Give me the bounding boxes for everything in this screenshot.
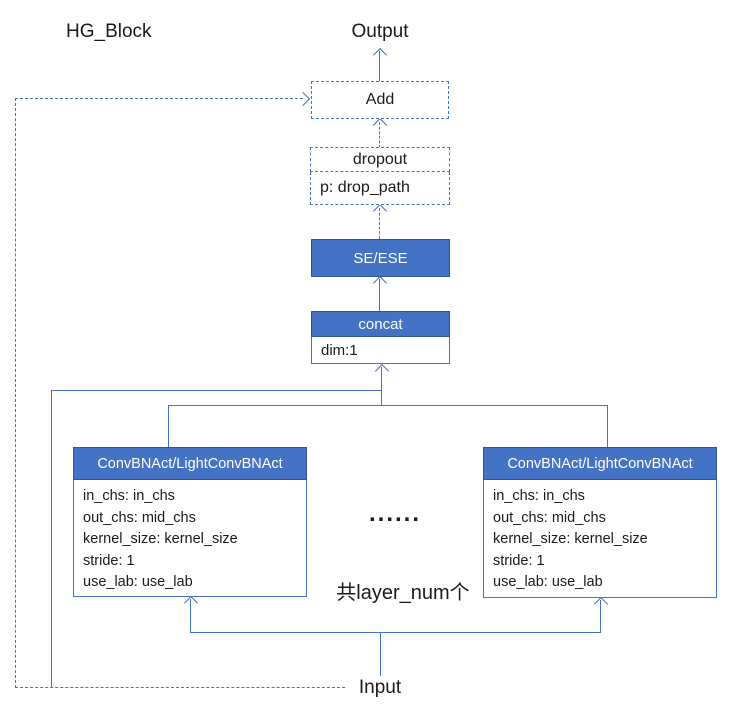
connector-conv-right-output [607, 405, 608, 447]
connector-branch-to-conv-left [190, 599, 191, 633]
param-line: use_lab: use_lab [83, 574, 193, 590]
param-line: out_chs: mid_chs [493, 509, 606, 526]
conv-left-title: ConvBNAct/LightConvBNAct [73, 447, 307, 480]
arrowhead-se-icon [372, 275, 388, 291]
dropout-param-box: p: drop_path [310, 172, 450, 205]
dropout-param: p: drop_path [320, 179, 410, 196]
ellipsis-dots: ...... [368, 500, 421, 527]
conv-node-right: ConvBNAct/LightConvBNAct in_chs: in_chs … [483, 447, 717, 598]
param-line: kernel_size: kernel_size [83, 531, 238, 547]
connector-se-to-dropout [379, 208, 380, 239]
connector-conv-outputs-merge [168, 405, 607, 406]
connector-input-shortcut-horizontal [51, 390, 382, 391]
conv-right-title: ConvBNAct/LightConvBNAct [483, 447, 717, 480]
connector-merge-to-concat [381, 367, 382, 406]
param-line: use_lab: use_lab [493, 574, 603, 590]
param-line: stride: 1 [493, 552, 545, 569]
add-label: Add [365, 91, 395, 108]
add-node: Add [311, 81, 449, 119]
concat-param-box: dim:1 [311, 337, 450, 364]
param-line: stride: 1 [83, 552, 135, 569]
connector-skip-from-input [15, 687, 345, 688]
concat-param: dim:1 [321, 341, 358, 359]
connector-input-to-branch [380, 632, 381, 676]
param-line: in_chs: in_chs [83, 488, 175, 504]
connector-add-to-output [379, 51, 380, 81]
connector-skip-to-add-horizontal [15, 98, 303, 99]
se-node: SE/ESE [311, 239, 450, 277]
se-label: SE/ESE [353, 249, 408, 267]
conv-right-params: in_chs: in_chs out_chs: mid_chs kernel_s… [483, 480, 717, 598]
dropout-label: dropout [352, 150, 408, 168]
param-line: out_chs: mid_chs [83, 509, 196, 526]
conv-node-left: ConvBNAct/LightConvBNAct in_chs: in_chs … [73, 447, 307, 597]
connector-dropout-to-add [379, 122, 380, 148]
arrowhead-add-icon [372, 117, 388, 133]
connector-input-shortcut-vertical [51, 390, 52, 688]
connector-concat-to-se [379, 279, 380, 311]
layer-count-note: 共layer_num个 [336, 582, 470, 604]
arrowhead-output-icon [372, 47, 388, 63]
arrowhead-dropout-icon [372, 203, 388, 219]
concat-header: concat [311, 311, 450, 337]
connector-input-branch [190, 632, 600, 633]
arrowhead-conv-right-icon [593, 596, 609, 612]
output-label: Output [351, 21, 409, 42]
conv-left-params: in_chs: in_chs out_chs: mid_chs kernel_s… [73, 480, 307, 597]
dropout-header: dropout [310, 147, 450, 172]
connector-conv-left-output [168, 405, 169, 447]
concat-label: concat [358, 315, 403, 333]
input-label: Input [358, 677, 402, 698]
connector-skip-vertical [15, 98, 16, 688]
arrowhead-concat-icon [374, 363, 390, 379]
page-title: HG_Block [66, 21, 152, 42]
param-line: in_chs: in_chs [493, 488, 585, 504]
param-line: kernel_size: kernel_size [493, 531, 648, 547]
arrowhead-add-skip-icon [295, 91, 311, 107]
arrowhead-conv-left-icon [183, 595, 199, 611]
connector-branch-to-conv-right [600, 600, 601, 633]
